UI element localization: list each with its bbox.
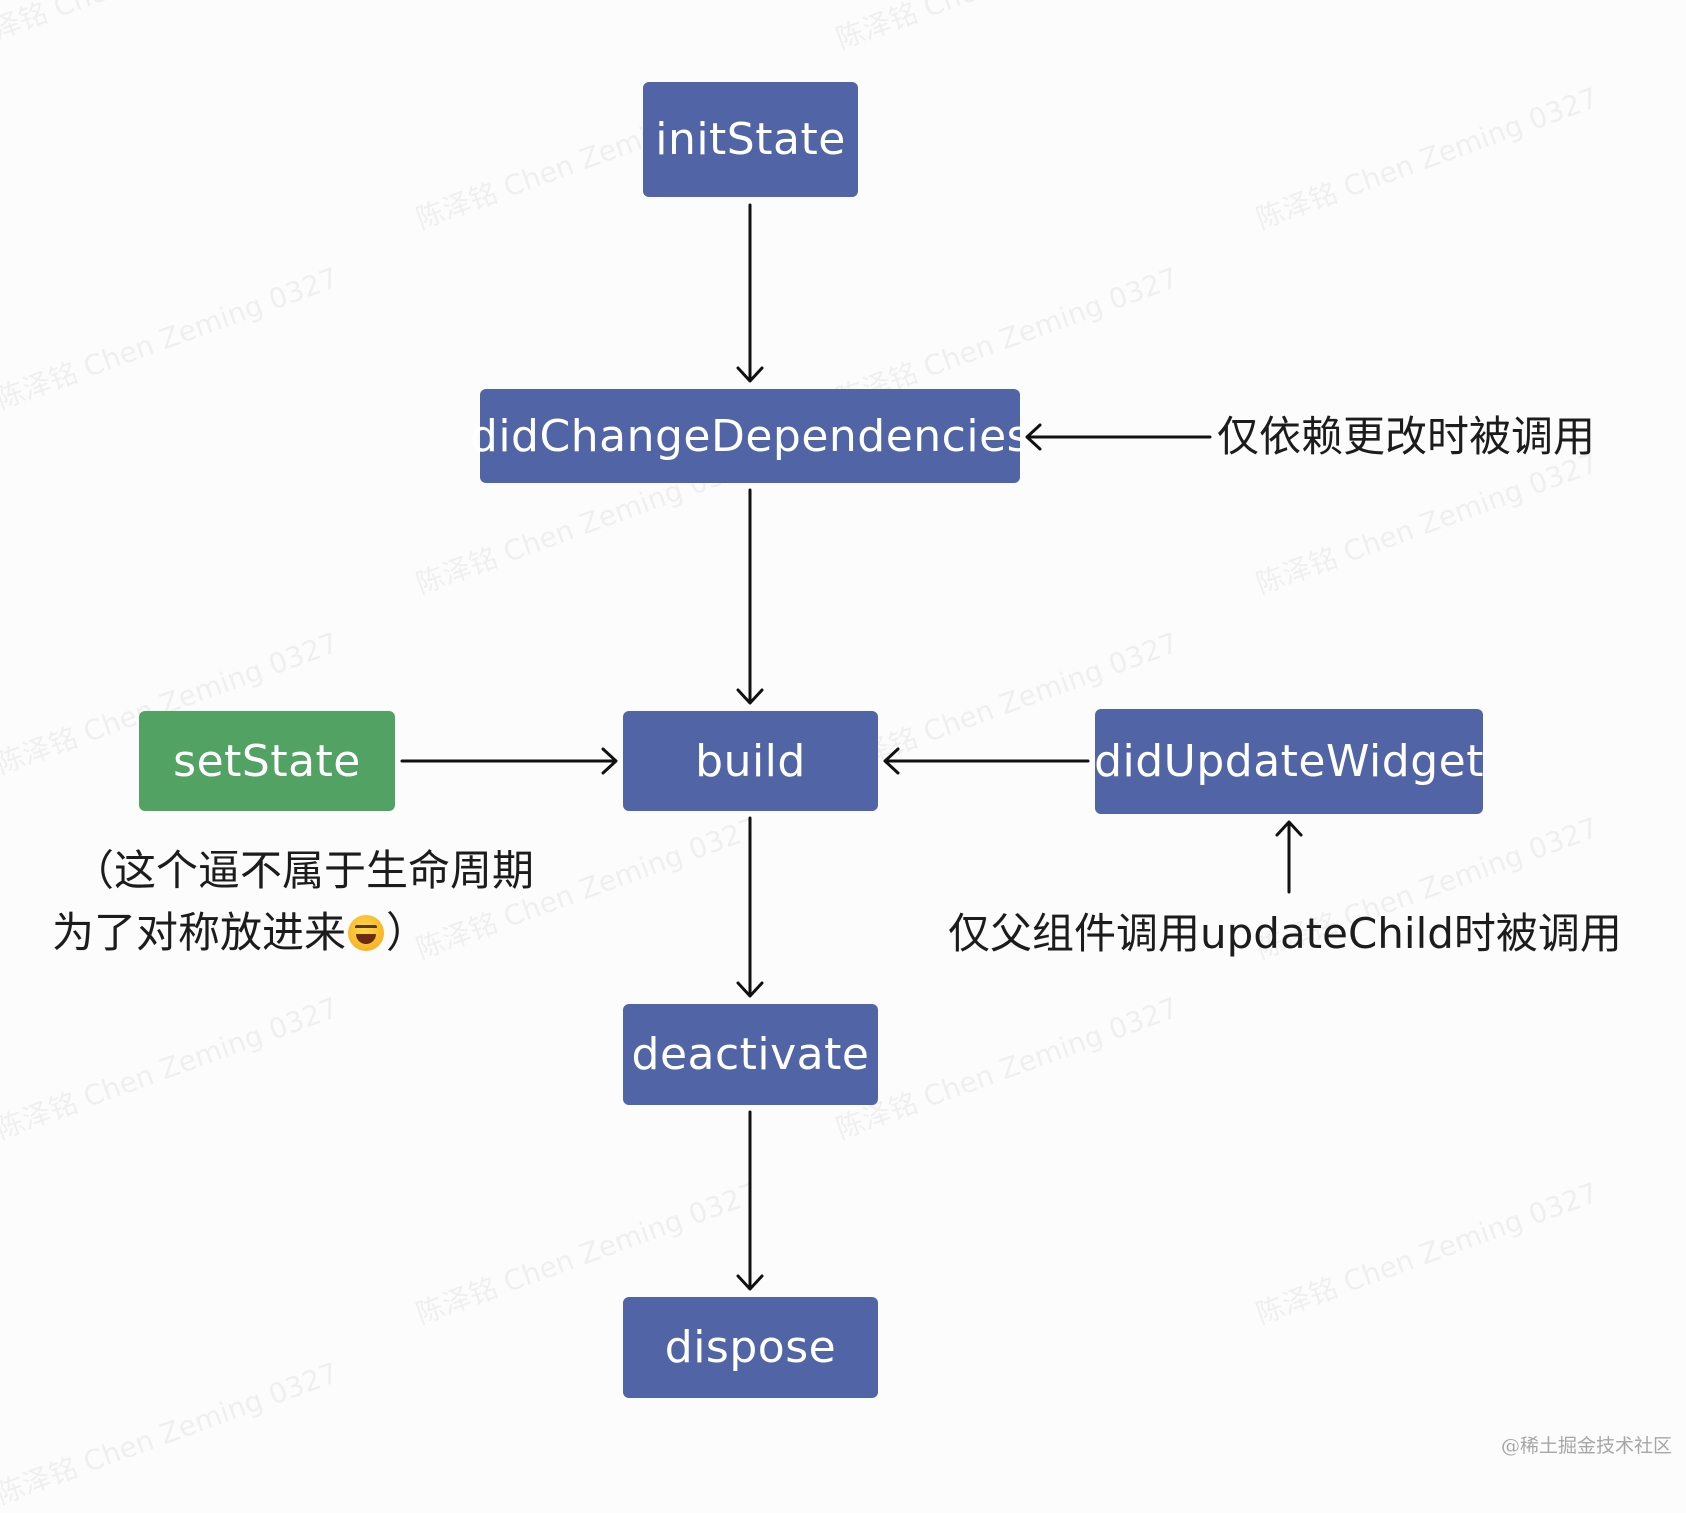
setstate-note-line1: （这个逼不属于生命周期 bbox=[72, 846, 535, 895]
setstate-note-line2-text: 为了对称放进来 bbox=[52, 908, 347, 957]
setstate-note-line2-close: ） bbox=[386, 908, 429, 957]
source-credit: @稀土掘金技术社区 bbox=[1500, 1435, 1672, 1457]
didchangedependencies-node: didChangeDependencies bbox=[470, 389, 1030, 483]
arrow-deactivate-to-dispose bbox=[736, 1110, 764, 1291]
arrow-didchangedependencies-to-build bbox=[736, 488, 764, 705]
didchangedependencies-note: 仅依赖更改时被调用 bbox=[1217, 412, 1596, 461]
setstate-node: setState bbox=[139, 711, 395, 811]
setstate-note-line2: 为了对称放进来 ） bbox=[52, 902, 534, 964]
grinning-squinting-face-icon bbox=[348, 915, 385, 951]
arrow-note-to-didchangedependencies bbox=[1025, 423, 1212, 451]
dispose-node: dispose bbox=[623, 1297, 878, 1398]
arrow-didupdatewidget-to-build bbox=[883, 747, 1090, 775]
initstate-node: initState bbox=[643, 82, 858, 197]
didupdatewidget-note: 仅父组件调用updateChild时被调用 bbox=[948, 909, 1622, 958]
setstate-note: （这个逼不属于生命周期 为了对称放进来 ） bbox=[52, 840, 534, 964]
arrow-build-to-deactivate bbox=[736, 816, 764, 998]
arrow-setstate-to-build bbox=[400, 747, 618, 775]
deactivate-node: deactivate bbox=[623, 1004, 878, 1105]
build-node: build bbox=[623, 711, 878, 811]
arrows-layer bbox=[400, 203, 1303, 1291]
didupdatewidget-node: didUpdateWidget bbox=[1094, 709, 1483, 814]
arrow-initstate-to-didchangedependencies bbox=[736, 203, 764, 383]
arrow-note-to-didupdatewidget bbox=[1275, 820, 1303, 894]
